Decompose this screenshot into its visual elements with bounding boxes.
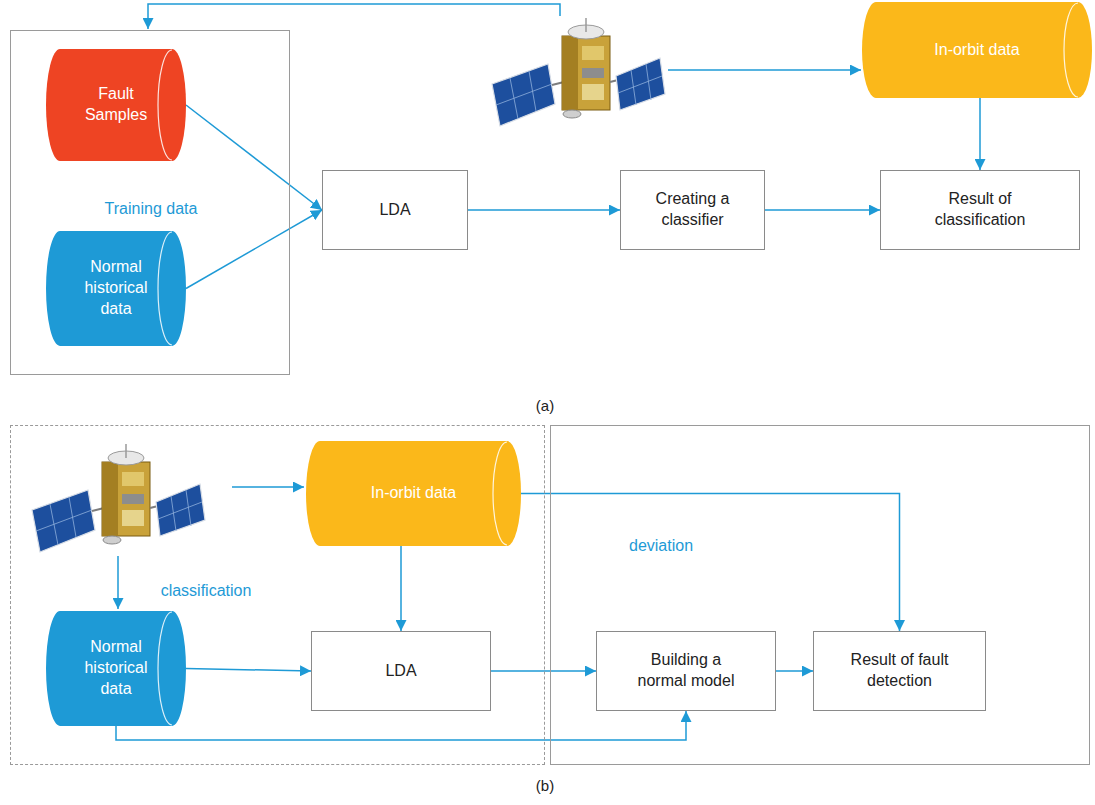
- flow-arrow: [116, 711, 686, 740]
- cylinder-body: [46, 231, 186, 346]
- cylinder-end: [158, 612, 172, 725]
- flow-arrow: [979, 98, 981, 170]
- node-label: LDA: [379, 200, 410, 221]
- node-label: Result of fault detection: [841, 650, 959, 692]
- flow-arrow: [491, 670, 596, 672]
- cylinder-body: [862, 2, 1092, 98]
- node-label: LDA: [385, 661, 416, 682]
- node-label: Normal historical data: [75, 637, 157, 699]
- node-label: Normal historical data: [75, 257, 157, 319]
- group-label: classification: [161, 581, 252, 602]
- flow-arrow: [186, 105, 322, 210]
- flow-arrow: [186, 210, 322, 289]
- cylinder-body: [306, 441, 521, 546]
- cylinder-end: [158, 50, 172, 160]
- node-label: Creating a classifier: [643, 189, 743, 231]
- node-label: In-orbit data: [934, 40, 1019, 61]
- data-store: Normal historical data: [46, 611, 186, 726]
- flow-arrow: [400, 546, 402, 631]
- node-label: Result of classification: [924, 189, 1036, 231]
- flow-arrow: [521, 494, 900, 632]
- cylinder-body: [46, 49, 186, 161]
- cylinder-outline: [46, 49, 186, 161]
- flow-arrow: [468, 209, 620, 211]
- process-box: Result of classification: [880, 170, 1080, 250]
- data-store: Normal historical data: [46, 231, 186, 346]
- downlink-arrow: [668, 69, 861, 71]
- satellite-illustration: [32, 444, 205, 552]
- flow-arrow: [776, 670, 813, 672]
- group-frame: Training data Fault SamplesNormal histori…: [10, 30, 290, 375]
- process-box: LDA: [322, 170, 468, 250]
- node-label: In-orbit data: [371, 483, 456, 504]
- data-store: In-orbit data: [306, 441, 521, 546]
- process-box: LDA: [311, 631, 491, 711]
- group-frame: classification In-orbit dataNormal histor…: [10, 425, 545, 765]
- archive-arrow: [117, 556, 119, 609]
- flow-arrow: [186, 669, 311, 672]
- flow-arrow: [765, 209, 880, 211]
- process-box: Building a normal model: [596, 631, 776, 711]
- downlink-arrow: [232, 486, 304, 488]
- cylinder-end: [493, 442, 507, 545]
- group-label: Training data: [105, 199, 198, 220]
- node-label: Building a normal model: [633, 650, 739, 692]
- feedback-arrow: [148, 4, 560, 29]
- process-box: Creating a classifier: [620, 170, 765, 250]
- node-label: Fault Samples: [84, 84, 148, 126]
- data-store: Fault Samples: [46, 49, 186, 161]
- panel-label: (a): [536, 397, 554, 414]
- cylinder-end: [1064, 3, 1078, 97]
- cylinder-end: [158, 232, 172, 345]
- group-label: deviation: [629, 536, 693, 557]
- panel-label: (b): [536, 777, 554, 794]
- process-box: Result of fault detection: [813, 631, 986, 711]
- group-frame: deviationBuilding a normal model Result o…: [550, 425, 1090, 765]
- satellite-illustration: [492, 18, 665, 126]
- data-store: In-orbit data: [862, 2, 1092, 98]
- cylinder-body: [46, 611, 186, 726]
